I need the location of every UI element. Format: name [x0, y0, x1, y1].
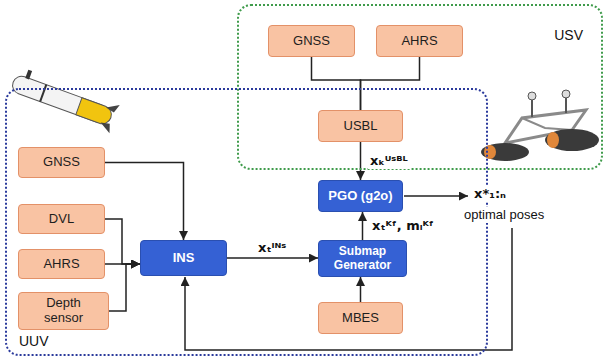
edge-label: xₜᴵᴺˢ	[256, 240, 288, 256]
connector-arrow	[360, 277, 362, 302]
sensor-box: Depth sensor	[18, 292, 109, 330]
region-label: UUV	[19, 333, 49, 349]
box-label: INS	[173, 251, 195, 266]
box-label: AHRS	[43, 257, 79, 272]
usv-frame	[522, 118, 572, 130]
output-arrow	[404, 195, 468, 197]
box-label: DVL	[49, 212, 74, 227]
process-box: Submap Generator	[318, 240, 407, 277]
uuv-illustration	[8, 66, 120, 133]
box-label: GNSS	[293, 34, 330, 49]
usv-thruster	[547, 132, 559, 148]
output-caption: optimal poses	[462, 207, 546, 223]
region-heading: USV	[554, 26, 583, 44]
process-box: PGO (g2o)	[318, 180, 403, 212]
edge-label: xₖᵁˢᴮᴸ	[368, 153, 410, 169]
usv-pontoon	[481, 143, 529, 161]
connector-arrow	[360, 142, 362, 180]
edge-label: xₜᴷᶠ, mᵢᴷᶠ	[370, 218, 436, 234]
uuv-tail	[76, 98, 114, 127]
connector-arrow	[105, 163, 184, 241]
box-label: GNSS	[43, 155, 80, 170]
sensor-box: AHRS	[18, 249, 105, 279]
sensor-box: AHRS	[376, 25, 463, 57]
uuv-fin	[105, 101, 119, 114]
usv-mast	[565, 96, 567, 113]
connector-arrow	[312, 57, 361, 110]
box-label: USBL	[344, 119, 378, 134]
sensor-box: GNSS	[18, 147, 105, 178]
sensor-box: GNSS	[268, 25, 355, 57]
usv-antenna	[562, 90, 570, 98]
usv-antenna	[528, 92, 536, 100]
sensor-box: DVL	[18, 204, 105, 234]
box-label: AHRS	[401, 34, 437, 49]
system-region: USV GNSS AHRS USBL	[237, 4, 603, 170]
region-heading: UUV	[19, 332, 49, 350]
uuv-antenna	[25, 70, 32, 80]
output-symbol: x*₁:ₙ	[472, 186, 508, 202]
region-label: USV	[554, 27, 583, 43]
box-label: MBES	[342, 311, 379, 326]
box-label: Submap Generator	[325, 245, 400, 273]
sensor-box: USBL	[318, 110, 403, 142]
sensor-box: MBES	[318, 302, 403, 334]
box-label: PGO (g2o)	[328, 189, 392, 204]
process-box: INS	[140, 240, 227, 276]
feedback-wire	[185, 228, 512, 350]
usv-pontoon	[545, 129, 599, 151]
usv-mast	[531, 98, 533, 117]
connector-arrow	[227, 257, 318, 259]
connector-arrow	[105, 219, 140, 264]
usv-thruster	[484, 145, 496, 159]
usv-illustration	[481, 90, 599, 161]
connector-arrow	[362, 212, 364, 240]
connector-arrow	[361, 57, 420, 110]
box-label: Depth sensor	[25, 296, 102, 326]
connector-arrow	[109, 264, 140, 311]
uuv-fin	[98, 121, 112, 134]
